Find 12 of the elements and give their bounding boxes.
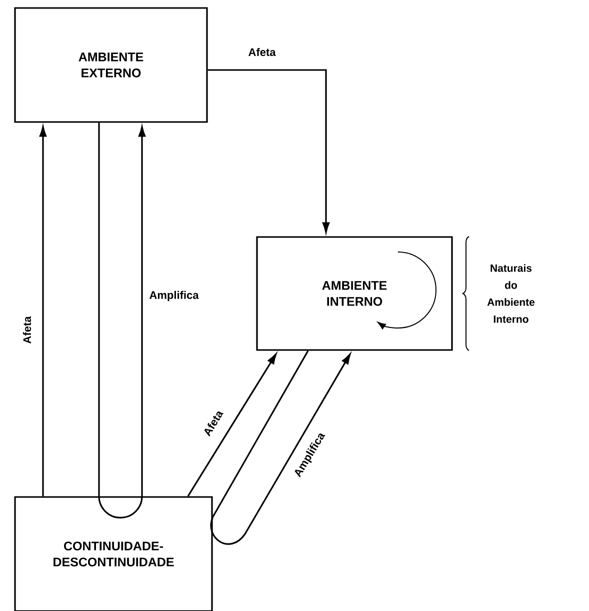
edge-label: Amplifica (150, 290, 199, 302)
note-text: Naturais do Ambiente Interno (487, 264, 535, 323)
arrow (39, 126, 47, 496)
arrow (208, 69, 330, 233)
edge-label: Afeta (248, 48, 276, 56)
process-box: AMBIENTE INTERNO (256, 236, 453, 351)
arrow (187, 354, 277, 497)
process-box: CONTINUIDADE-DESCONTINUIDADE (14, 496, 213, 611)
edge-label: Afeta (22, 316, 32, 344)
process-box: AMBIENTE EXTERNO (14, 7, 208, 123)
arrow (210, 354, 351, 545)
arrow (98, 126, 146, 518)
